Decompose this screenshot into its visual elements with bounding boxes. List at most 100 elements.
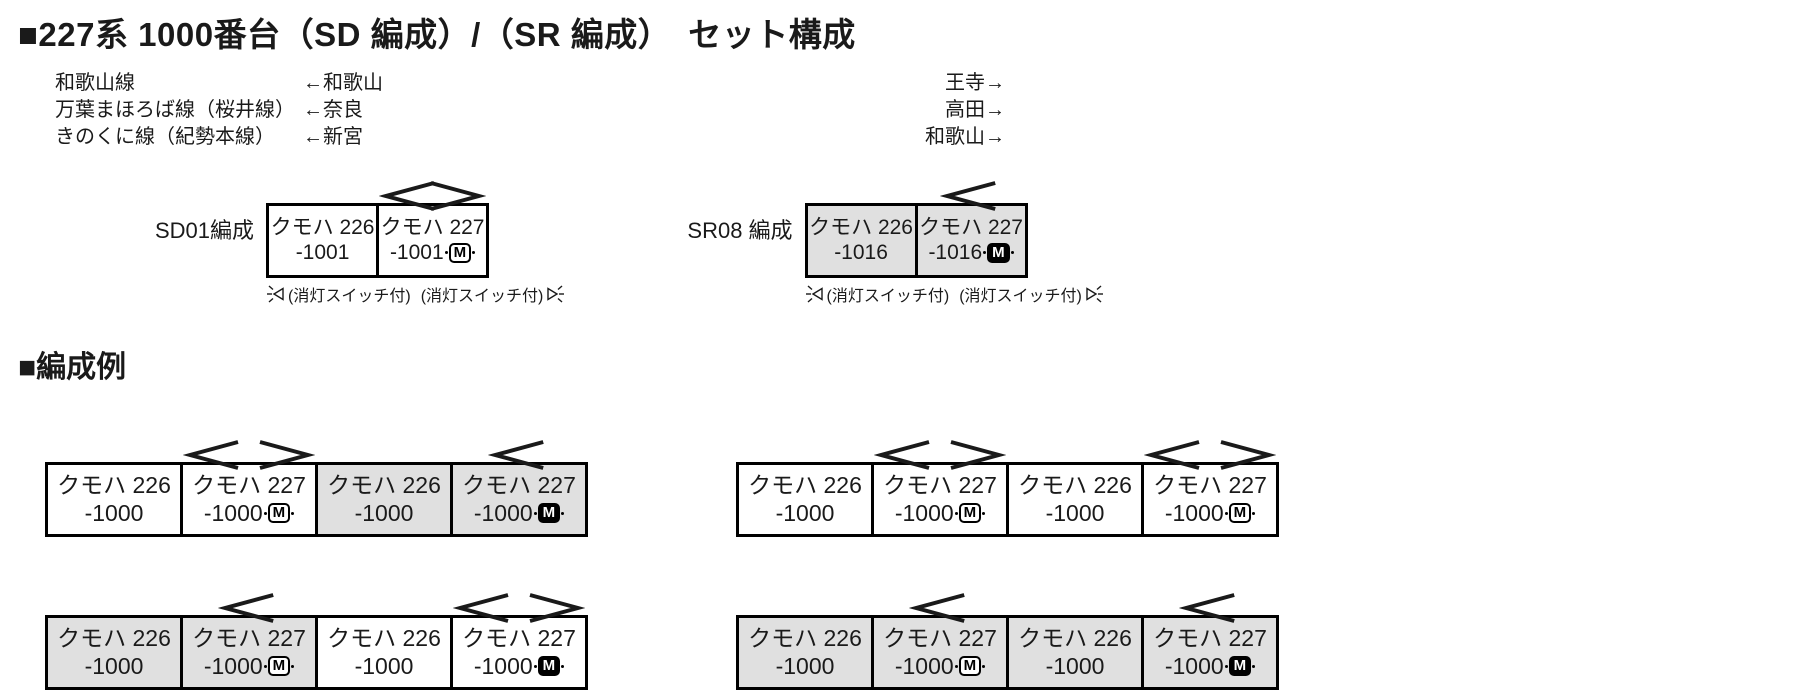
motor-mark-icon: M bbox=[444, 242, 476, 263]
car-name: クモハ 227 bbox=[462, 472, 576, 499]
car-name: クモハ 227 bbox=[1153, 472, 1267, 499]
set-label: SR08 編成 bbox=[687, 218, 793, 243]
pantograph-icon bbox=[918, 177, 1025, 211]
car-number: -1000 bbox=[84, 652, 144, 679]
route-origin: ←奈良 bbox=[303, 99, 363, 121]
page-title: ■227系 1000番台（SD 編成）/（SR 編成） セット構成 bbox=[18, 16, 856, 53]
route-destination: 高田→ bbox=[945, 99, 1005, 121]
light-switch-note: (消灯スイッチ付) (消灯スイッチ付) bbox=[805, 282, 1104, 306]
note-text: (消灯スイッチ付) bbox=[959, 288, 1082, 305]
route-line-name: 和歌山線 bbox=[55, 72, 135, 94]
car-name: クモハ 226 bbox=[748, 625, 862, 652]
route-row: 万葉まほろば線（桜井線） ←奈良 高田→ bbox=[55, 97, 1005, 124]
pantograph-icon bbox=[874, 589, 1006, 623]
car-number: -1000 bbox=[354, 652, 414, 679]
car-box: クモハ 226-1016 bbox=[804, 203, 918, 278]
car-name: クモハ 227 bbox=[883, 625, 997, 652]
car-box: クモハ 226-1000 bbox=[45, 615, 183, 690]
motor-mark-icon: M bbox=[533, 656, 565, 677]
route-line-name: きのくに線（紀勢本線） bbox=[55, 126, 275, 148]
headlight-left-icon bbox=[267, 285, 284, 303]
car-number: -1016 bbox=[834, 240, 888, 264]
car-name: クモハ 226 bbox=[1018, 625, 1132, 652]
headlight-left-icon bbox=[805, 285, 823, 303]
pantograph-icon bbox=[379, 177, 487, 211]
headlight-right-icon bbox=[1086, 285, 1103, 303]
car-name: クモハ 226 bbox=[57, 625, 171, 652]
motor-mark-icon: M bbox=[1224, 503, 1256, 524]
route-row: きのくに線（紀勢本線） ←新宮 和歌山→ bbox=[55, 124, 1005, 151]
route-destination: 和歌山→ bbox=[925, 126, 1005, 148]
car-box: クモハ 226-1000 bbox=[1006, 462, 1144, 537]
car-name: クモハ 226 bbox=[270, 215, 375, 239]
headlight-right-icon bbox=[547, 285, 565, 303]
car-number: -1000 bbox=[84, 499, 144, 526]
route-line-name: 万葉まほろば線（桜井線） bbox=[55, 99, 295, 121]
car-name: クモハ 227 bbox=[883, 472, 997, 499]
car-name: クモハ 227 bbox=[192, 472, 306, 499]
car-name: クモハ 227 bbox=[462, 625, 576, 652]
route-origin: ←新宮 bbox=[303, 126, 363, 148]
car-box: クモハ 226-1001 bbox=[266, 203, 380, 278]
car-number: -1000 bbox=[1045, 499, 1105, 526]
pantograph-icon bbox=[453, 589, 585, 623]
car-box: クモハ 226-1000 bbox=[45, 462, 183, 537]
car-box: クモハ 226-1000 bbox=[315, 615, 453, 690]
car-number: -1001 bbox=[295, 240, 350, 264]
car-box: クモハ 226-1000 bbox=[315, 462, 453, 537]
car-name: クモハ 226 bbox=[327, 625, 441, 652]
car-box: クモハ 226-1000 bbox=[736, 462, 874, 537]
car-name: クモハ 226 bbox=[809, 215, 913, 239]
car-name: クモハ 226 bbox=[327, 472, 441, 499]
car-name: クモハ 227 bbox=[919, 215, 1023, 239]
route-row: 和歌山線 ←和歌山 王寺→ bbox=[55, 70, 1005, 97]
note-text: (消灯スイッチ付) bbox=[826, 288, 950, 305]
light-switch-note: (消灯スイッチ付) (消灯スイッチ付) bbox=[266, 282, 565, 306]
route-destination: 王寺→ bbox=[945, 72, 1005, 94]
car-name: クモハ 226 bbox=[57, 472, 171, 499]
car-name: クモハ 226 bbox=[1018, 472, 1132, 499]
motor-mark-icon: M bbox=[263, 656, 295, 677]
pantograph-icon bbox=[453, 436, 585, 470]
car-name: クモハ 227 bbox=[380, 215, 485, 239]
motor-mark-icon: M bbox=[954, 503, 986, 524]
motor-mark-icon: M bbox=[533, 503, 565, 524]
set-label: SD01編成 bbox=[155, 218, 255, 243]
examples-section-title: ■編成例 bbox=[18, 351, 127, 384]
car-box: クモハ 226-1000 bbox=[1006, 615, 1144, 690]
car-number: -1000 bbox=[775, 652, 835, 679]
pantograph-icon bbox=[183, 436, 315, 470]
car-name: クモハ 227 bbox=[192, 625, 306, 652]
car-number: -1000 bbox=[1045, 652, 1105, 679]
car-name: クモハ 227 bbox=[1153, 625, 1267, 652]
pantograph-icon bbox=[183, 589, 315, 623]
car-number: -1000 bbox=[354, 499, 414, 526]
note-text: (消灯スイッチ付) bbox=[288, 288, 411, 305]
route-list: 和歌山線 ←和歌山 王寺→ 万葉まほろば線（桜井線） ←奈良 高田→ きのくに線… bbox=[55, 70, 1005, 151]
